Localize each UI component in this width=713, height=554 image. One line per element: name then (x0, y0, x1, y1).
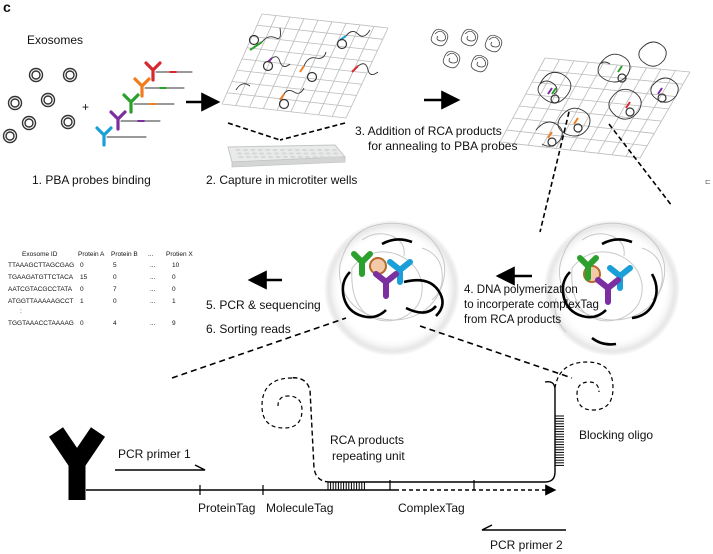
table-cell: ... (150, 320, 156, 327)
hatch-region (327, 482, 365, 490)
svg-text:⊏: ⊏ (705, 179, 711, 186)
grid1-tails (235, 27, 379, 95)
grid1-exosomes (248, 34, 348, 110)
table-cell: ... (150, 262, 156, 269)
table-cell: 0 (113, 274, 117, 281)
grid2-tangles (535, 41, 679, 147)
table-cell: 0 (80, 286, 84, 293)
panel-letter: c (3, 0, 11, 15)
table-cell: 1 (80, 298, 84, 305)
step6-label: 6. Sorting reads (206, 322, 291, 336)
exosome (7, 95, 23, 111)
step5-label: 5. PCR & sequencing (206, 298, 321, 312)
plus-sign: + (82, 100, 90, 114)
pba-probes (95, 61, 193, 147)
probe-orange (133, 77, 185, 98)
grid2-exosomes (547, 73, 667, 147)
table-header-a: Protein A (78, 251, 105, 258)
exosome (28, 67, 44, 83)
pcr-primer2-label: PCR primer 2 (490, 538, 563, 552)
table-cell: 0 (172, 274, 176, 281)
protein-tag-label: ProteinTag (198, 501, 256, 515)
step4-label-line2: to incorperate complexTag (464, 299, 599, 311)
probe-purple (109, 110, 161, 131)
table-cell: 0 (113, 298, 117, 305)
zoom-dash (279, 122, 346, 141)
rca-balls (430, 28, 503, 73)
rca-spiral-left (261, 377, 303, 429)
exosome (2, 128, 18, 144)
exosome (21, 115, 37, 131)
table-cell: ... (150, 286, 156, 293)
rca-strand (330, 380, 556, 483)
zoom-dash (608, 123, 673, 207)
probe-green (122, 93, 175, 114)
table-row-id: TTAAAGCTTAGCGAG (8, 262, 75, 269)
probe-cyan (95, 126, 147, 147)
grid2-probes (547, 65, 663, 139)
zoom-dash (539, 111, 570, 233)
table-row-id: TGAAGATGTTCTACA (8, 274, 74, 281)
table-cell: 0 (172, 286, 176, 293)
exosome (62, 67, 78, 83)
table-header-x: Protien X (166, 251, 193, 258)
rca-label-line2: repeating unit (332, 449, 405, 463)
table-cell: 15 (80, 274, 88, 281)
probe-red (144, 61, 193, 82)
capture-grid (221, 13, 389, 119)
zoom-dash (419, 325, 573, 379)
exosome (40, 92, 56, 108)
exosomes-label: Exosomes (27, 33, 84, 47)
table-row-id: TGGTAAACCTAAAAG (8, 320, 74, 327)
results-table: Exosome ID Protein A Protein B ... Proti… (8, 249, 208, 344)
step3-label-line2: for annealing to PBA probes (368, 139, 518, 153)
table-header-id: Exosome ID (22, 251, 58, 258)
rca-label-line1: RCA products (330, 433, 405, 447)
table-row-id: ATGGTTAAAAAGCCT (8, 298, 74, 305)
pcr-primer1-arrow (115, 464, 206, 471)
table-cell: 7 (113, 286, 117, 293)
table-cell: ... (150, 274, 156, 281)
microtiter-plate (227, 144, 347, 168)
pcr-primer1-label: PCR primer 1 (118, 447, 191, 461)
table-cell: 0 (80, 320, 84, 327)
table-header-b: Protein B (111, 251, 138, 258)
blocking-oligo-label: Blocking oligo (579, 428, 654, 442)
rca-spiral-right (554, 361, 614, 411)
table-cell: 0 (80, 262, 84, 269)
step4-label-line1: 4. DNA polymerization (464, 284, 578, 296)
rca-complex-right (544, 220, 680, 356)
table-row-id: : (20, 308, 22, 315)
step3-label-line1: 3. Addition of RCA products (355, 124, 502, 138)
step1-label: 1. PBA probes binding (32, 173, 151, 187)
step4-label-line3: from RCA products (464, 314, 562, 326)
exosome-group (2, 67, 78, 144)
table-row-id: AATCGTACGCCTATA (8, 286, 73, 293)
table-cell: ... (150, 298, 156, 305)
zoom-dash (227, 122, 281, 141)
molecule-tag-label: MoleculeTag (266, 501, 334, 515)
exosome (60, 114, 76, 130)
pcr-primer2-arrow (481, 524, 566, 531)
grid2 (499, 57, 691, 159)
table-cell: 9 (172, 320, 176, 327)
table-cell: 1 (172, 298, 176, 305)
rca-complex-left (324, 220, 460, 356)
zoom-dash (171, 317, 347, 379)
rca-strand-left (289, 377, 331, 483)
table-cell: 4 (113, 320, 117, 327)
grid1-probes (249, 35, 359, 101)
blocking-oligo-hatch (555, 415, 564, 466)
table-cell: 5 (113, 262, 117, 269)
antibody-large (48, 427, 106, 500)
complex-tag-label: ComplexTag (398, 501, 465, 515)
table-header-dots: ... (148, 251, 154, 258)
table-cell: 10 (172, 262, 180, 269)
step2-label: 2. Capture in microtiter wells (206, 173, 358, 187)
